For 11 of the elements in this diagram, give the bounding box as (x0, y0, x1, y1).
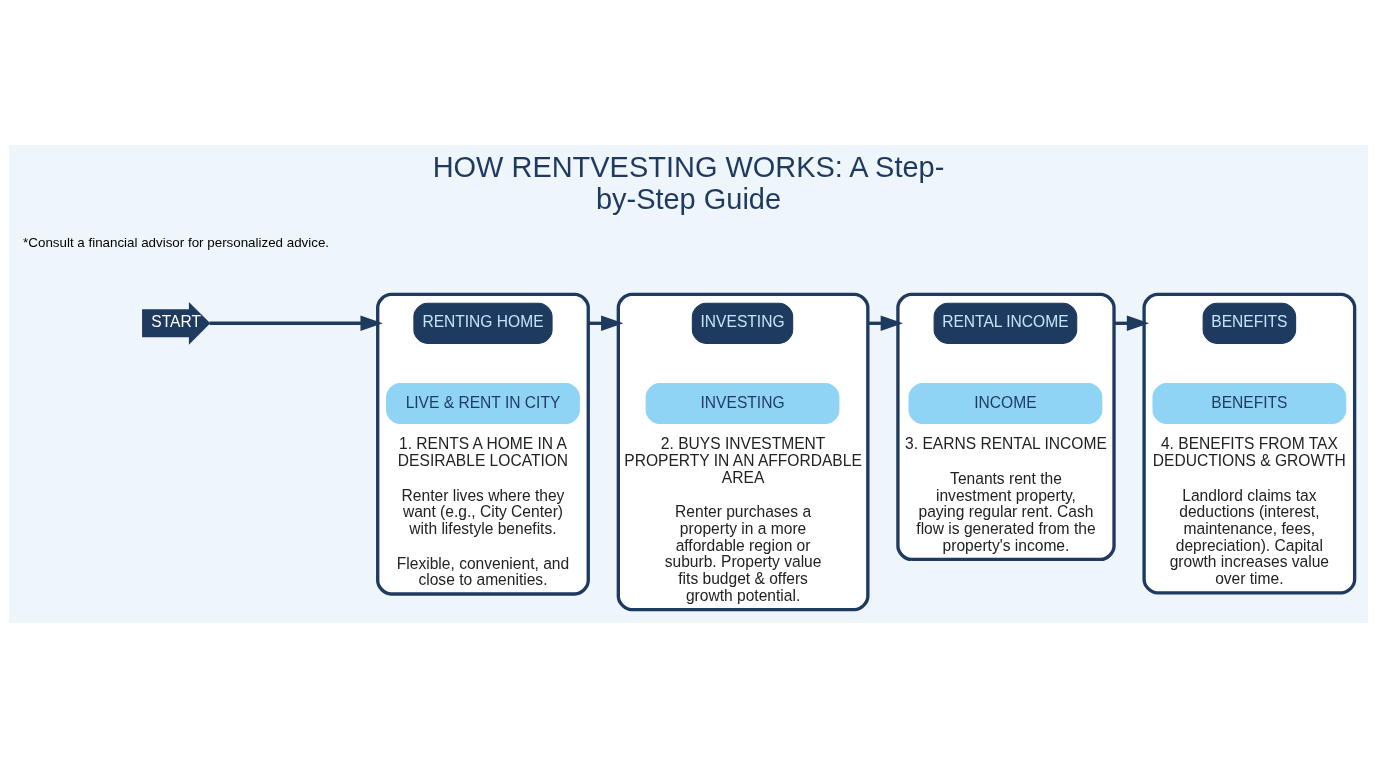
caption: *Consult a financial advisor for personalized advice. (22, 234, 329, 250)
arrow (209, 315, 383, 332)
node-box: RENTAL INCOME (933, 302, 1077, 344)
node-box: BENEFITS (1151, 382, 1346, 425)
node-box: RENTING HOME (412, 302, 553, 344)
diagram-title: HOW RENTVESTING WORKS: A Step-by-Step Guide (432, 151, 944, 216)
node-box: LIVE & RENT IN CITY (385, 382, 580, 425)
node-box: INVESTING (691, 302, 793, 344)
node-box: INVESTING (645, 382, 839, 425)
node-box: BENEFITS (1202, 302, 1296, 344)
node-box: INCOME (908, 382, 1102, 425)
